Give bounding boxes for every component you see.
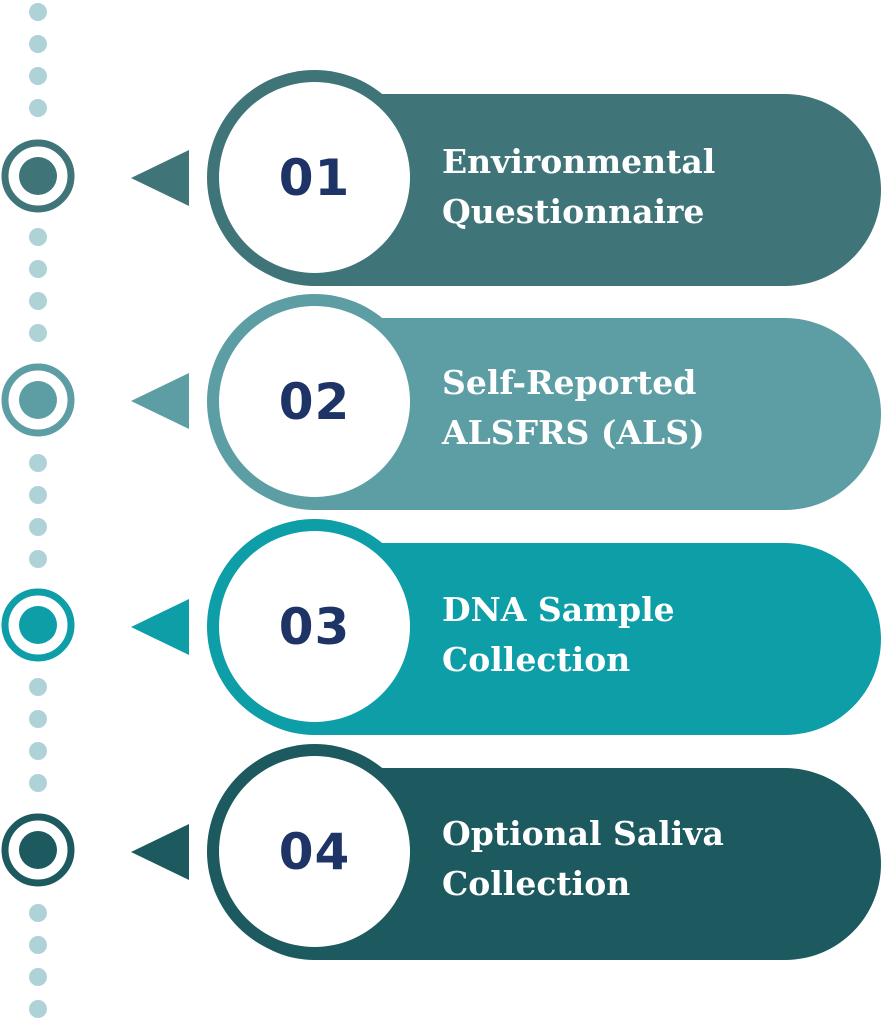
number-circle: 02 [219, 306, 410, 497]
timeline-dot [29, 550, 47, 568]
step-number: 01 [278, 148, 351, 207]
timeline-dot [29, 678, 47, 696]
step-label-line: Environmental [442, 142, 716, 181]
timeline-dot [29, 710, 47, 728]
step-label: DNA Sample Collection [442, 585, 862, 685]
step-label: Self-Reported ALSFRS (ALS) [442, 358, 862, 458]
timeline-dot [29, 486, 47, 504]
step-number: 02 [278, 372, 351, 431]
number-circle: 01 [219, 82, 410, 273]
pointer-arrow-icon [131, 824, 189, 880]
timeline-dot [29, 99, 47, 117]
step-label-line: Self-Reported [442, 363, 697, 402]
step-label-line: DNA Sample [442, 590, 675, 629]
timeline-dot [29, 292, 47, 310]
step-label-line: Questionnaire [442, 192, 705, 231]
timeline-dot [29, 454, 47, 472]
node-core [19, 606, 57, 644]
node-ring [1, 363, 75, 437]
step-label-line: ALSFRS (ALS) [442, 413, 705, 452]
timeline-node [0, 812, 76, 888]
timeline-dot [29, 67, 47, 85]
node-ring [1, 813, 75, 887]
node-ring [1, 588, 75, 662]
number-circle: 03 [219, 531, 410, 722]
timeline-dot [29, 35, 47, 53]
timeline-dot [29, 324, 47, 342]
timeline-dot [29, 936, 47, 954]
step-label: Optional Saliva Collection [442, 809, 862, 909]
timeline-dot [29, 260, 47, 278]
timeline-dot [29, 3, 47, 21]
step-label: Environmental Questionnaire [442, 137, 862, 237]
number-circle: 04 [219, 756, 410, 947]
node-core [19, 831, 57, 869]
pointer-arrow-icon [131, 150, 189, 206]
timeline-dot [29, 228, 47, 246]
node-ring [1, 139, 75, 213]
step-label-line: Optional Saliva [442, 814, 724, 853]
timeline-node [0, 362, 76, 438]
node-core [19, 381, 57, 419]
step-label-line: Collection [442, 640, 631, 679]
node-core [19, 157, 57, 195]
timeline-dot [29, 1000, 47, 1018]
timeline-node [0, 587, 76, 663]
timeline-dot [29, 742, 47, 760]
timeline-dot [29, 774, 47, 792]
step-number: 03 [278, 597, 351, 656]
pointer-arrow-icon [131, 599, 189, 655]
timeline-dot [29, 968, 47, 986]
timeline-dot [29, 904, 47, 922]
timeline-dot [29, 518, 47, 536]
step-number: 04 [278, 822, 351, 881]
timeline-node [0, 138, 76, 214]
pointer-arrow-icon [131, 373, 189, 429]
step-label-line: Collection [442, 864, 631, 903]
